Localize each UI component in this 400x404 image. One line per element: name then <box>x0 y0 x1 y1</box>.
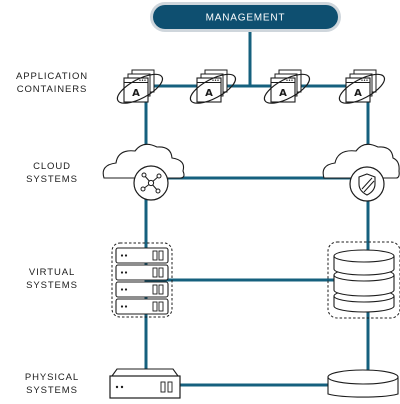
row-label-line: SYSTEMS <box>26 280 78 291</box>
server-rack-icon[interactable] <box>111 242 173 318</box>
row-label-physical-systems: PHYSICAL SYSTEMS <box>0 371 104 397</box>
row-label-line: APPLICATION <box>15 71 89 82</box>
row-label-virtual-systems: VIRTUAL SYSTEMS <box>0 266 104 292</box>
row-label-line: CLOUD <box>33 161 71 172</box>
container-glyph-2: A <box>205 88 213 99</box>
management-node[interactable]: MANAGEMENT <box>150 2 341 32</box>
container-glyph-4: A <box>354 88 362 99</box>
storage-disk-icon[interactable] <box>327 369 399 398</box>
app-container-4[interactable]: A <box>334 68 390 110</box>
row-label-cloud-systems: CLOUD SYSTEMS <box>0 160 104 186</box>
row-label-line: PHYSICAL <box>24 372 80 383</box>
app-container-1[interactable]: A <box>112 68 168 110</box>
row-label-line: SYSTEMS <box>26 385 78 396</box>
row-label-application-containers: APPLICATION CONTAINERS <box>0 70 104 96</box>
container-glyph-1: A <box>132 88 140 99</box>
cloud-network-hub-icon[interactable] <box>102 143 185 201</box>
connector-lines <box>144 27 370 387</box>
cloud-shield-icon[interactable] <box>322 143 400 202</box>
app-container-3[interactable]: A <box>259 68 315 110</box>
database-stack-icon[interactable] <box>327 241 400 319</box>
row-label-line: VIRTUAL <box>28 267 76 278</box>
row-label-line: SYSTEMS <box>26 174 78 185</box>
row-label-line: CONTAINERS <box>16 84 88 95</box>
container-glyph-3: A <box>279 88 287 99</box>
app-container-2[interactable]: A <box>185 68 241 110</box>
management-label: MANAGEMENT <box>206 13 286 24</box>
hardware-server-icon[interactable] <box>109 368 181 399</box>
